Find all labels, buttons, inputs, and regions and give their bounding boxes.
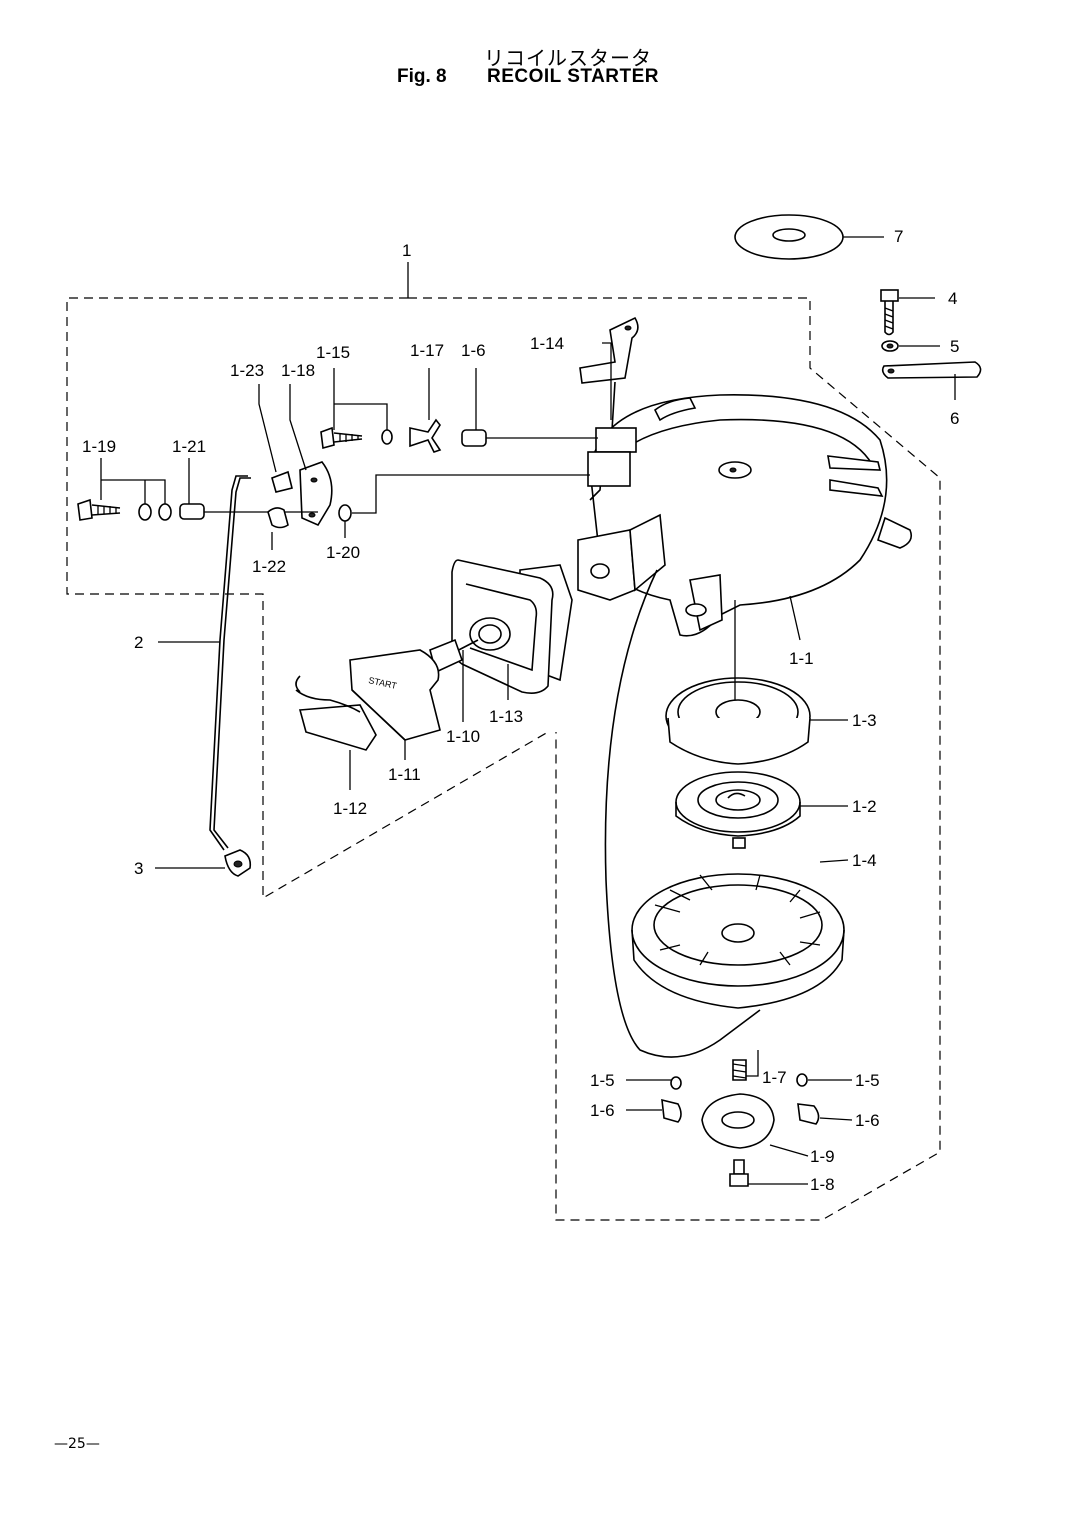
callout-1-3: 1-3 [852,711,877,730]
part-2-choke-rod [209,475,251,851]
part-1-1-starter-case [589,394,913,637]
callout-1-8: 1-8 [810,1175,835,1194]
part-1-12-grip-insert [295,675,377,751]
callout-1-2: 1-2 [852,797,877,816]
callout-1-7: 1-7 [762,1068,787,1087]
callout-1-20: 1-20 [326,543,360,562]
part-1-14-lever [579,316,639,501]
callout-1-12: 1-12 [333,799,367,818]
callout-1-9: 1-9 [810,1147,835,1166]
parts-1-19-1-21-cluster [77,498,300,521]
figure-number: Fig. 8 [397,66,447,87]
assembly-boundary [66,297,941,1221]
callout-1-5-right: 1-5 [855,1071,880,1090]
callout-labels: 1 7 4 5 6 1-14 1-15 1-17 1-6 1-23 1-18 1… [82,227,959,1194]
figure-title: RECOIL STARTER [487,66,660,87]
starter-rope-path [604,569,761,1058]
callout-1: 1 [402,241,411,260]
part-1-13-handle-housing [450,559,573,694]
part-3-rod-joint [224,849,252,877]
callout-1-5-left: 1-5 [590,1071,615,1090]
callout-1-21: 1-21 [172,437,206,456]
part-1-11-starter-grip: START [349,649,441,741]
callout-1-18: 1-18 [281,361,315,380]
callout-1-14: 1-14 [530,334,564,353]
parts-pawl-assembly [661,1059,820,1187]
callout-6: 6 [950,409,959,428]
parts-1-18-1-22-1-23-cluster [267,461,590,529]
callout-3: 3 [134,859,143,878]
callout-1-19: 1-19 [82,437,116,456]
callout-1-6-top: 1-6 [461,341,486,360]
parts-1-15-1-17-1-6-cluster [320,418,598,453]
callout-1-6-left: 1-6 [590,1101,615,1120]
page-number: —25— [54,1436,100,1452]
leader-lines [100,236,956,1185]
callout-1-11: 1-11 [388,765,421,784]
part-1-4-reel [631,873,845,1009]
title-japanese: リコイルスタータ [484,46,652,70]
callout-1-17: 1-17 [410,341,444,360]
callout-1-6-right: 1-6 [855,1111,880,1130]
callout-1-10: 1-10 [446,727,480,746]
part-1-2-spiral-spring [675,771,801,849]
callout-1-4: 1-4 [852,851,877,870]
page-header: リコイルスタータ Fig. 8 RECOIL STARTER [0,0,1075,100]
part-5-washer [881,340,899,352]
callout-1-22: 1-22 [252,557,286,576]
part-4-bolt [880,289,899,336]
callout-2: 2 [134,633,143,652]
callout-1-23: 1-23 [230,361,264,380]
part-7-gasket [734,214,844,260]
part-6-plate [881,361,982,379]
callout-1-13: 1-13 [489,707,523,726]
callout-5: 5 [950,337,959,356]
callout-4: 4 [948,289,957,308]
callout-7: 7 [894,227,903,246]
part-1-3-reel-cover [665,677,811,765]
callout-1-1: 1-1 [789,649,814,668]
callout-1-15: 1-15 [316,343,350,362]
